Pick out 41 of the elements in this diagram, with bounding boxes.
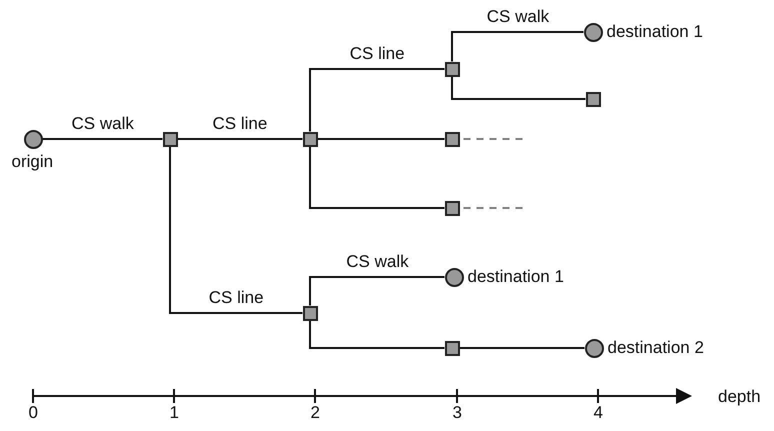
stop-label: destination 2 bbox=[608, 339, 704, 356]
connector-line bbox=[169, 146, 302, 314]
tick-label: 0 bbox=[28, 404, 38, 421]
stop-circle bbox=[584, 338, 604, 358]
edge-label: CS line bbox=[348, 45, 407, 62]
edge-label: CS line bbox=[210, 115, 270, 132]
connector-line bbox=[178, 138, 302, 140]
connector-line bbox=[451, 31, 584, 62]
stop-label: origin bbox=[12, 152, 54, 170]
stop-circle bbox=[584, 22, 602, 42]
dashed-connector bbox=[464, 138, 525, 140]
stop-label: destination 1 bbox=[606, 23, 703, 40]
edge-label: CS line bbox=[206, 289, 266, 306]
connector-line bbox=[309, 320, 444, 349]
transfer-square bbox=[444, 200, 460, 216]
stop-circle bbox=[24, 130, 42, 148]
transfer-square bbox=[586, 92, 600, 106]
tick-label: 1 bbox=[170, 404, 179, 421]
connector-line bbox=[309, 146, 444, 209]
edge-label: CS walk bbox=[484, 8, 552, 25]
connector-line bbox=[309, 68, 444, 132]
tick-label: 4 bbox=[594, 404, 603, 421]
edge-label: CS walk bbox=[344, 253, 411, 270]
stop-circle bbox=[444, 268, 464, 286]
connector-line bbox=[451, 76, 586, 100]
transfer-square bbox=[444, 132, 460, 146]
transfer-square bbox=[302, 306, 318, 320]
stop-label: destination 1 bbox=[468, 268, 564, 285]
transfer-square bbox=[444, 62, 460, 76]
axis-title: depth bbox=[718, 388, 761, 405]
edge-label: CS walk bbox=[70, 115, 136, 132]
transfer-square bbox=[162, 132, 178, 146]
dashed-connector bbox=[464, 207, 525, 209]
connector-line bbox=[318, 138, 444, 140]
connector-line bbox=[309, 276, 444, 306]
connector-line bbox=[42, 138, 162, 140]
tick-label: 3 bbox=[452, 404, 462, 421]
tick-label: 2 bbox=[310, 404, 320, 421]
transfer-square bbox=[302, 132, 318, 146]
transfer-square bbox=[444, 340, 460, 356]
connector-line bbox=[460, 347, 584, 349]
